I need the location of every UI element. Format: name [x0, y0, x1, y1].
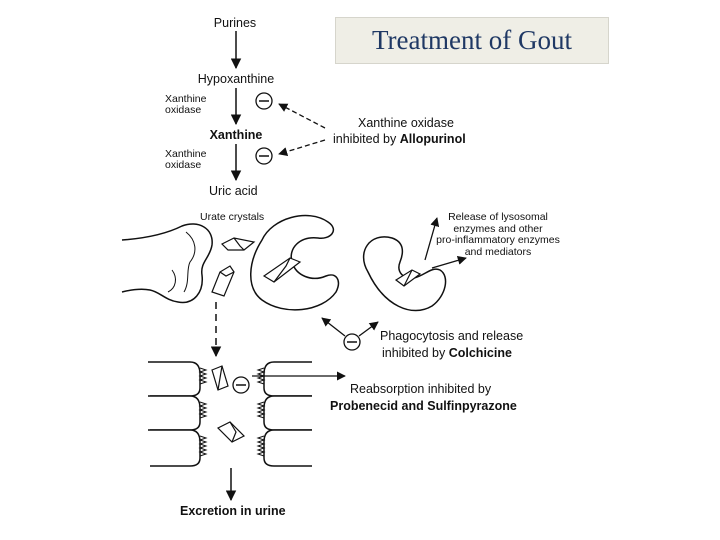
joint-shape [121, 223, 213, 304]
drug-probenecid-sulfinpyrazone: Probenecid and Sulfinpyrazone [330, 399, 517, 413]
tubule-right-cells [263, 361, 312, 467]
urate-crystal-6 [216, 421, 246, 443]
slide-title: Treatment of Gout [372, 25, 572, 55]
label-allopurinol-line2: inhibited by Allopurinol [333, 132, 466, 146]
label-release-line4: and mediators [464, 245, 532, 258]
label-purines: Purines [213, 16, 257, 30]
label-colchicine-line1: Phagocytosis and release [380, 329, 524, 343]
label-colchicine-line2: inhibited by Colchicine [382, 346, 512, 360]
title-box: Treatment of Gout [335, 17, 609, 64]
joint-inner [183, 231, 196, 293]
tubule-right-microvilli [256, 367, 266, 457]
drug-allopurinol: Allopurinol [399, 132, 466, 146]
label-excretion: Excretion in urine [180, 504, 286, 518]
label-colchicine-prefix: inhibited by [382, 346, 449, 360]
urate-crystal-1 [220, 237, 256, 251]
drug-colchicine: Colchicine [448, 346, 512, 360]
release-arrow-2 [431, 255, 467, 269]
label-uric-acid: Uric acid [209, 184, 258, 198]
label-release-line3: pro-inflammatory enzymes [436, 234, 560, 246]
label-hypoxanthine: Hypoxanthine [197, 72, 275, 86]
label-release: Release of lysosomal enzymes and other p… [432, 211, 564, 258]
label-allopurinol-line1: Xanthine oxidase [358, 116, 454, 130]
label-enzyme-1: Xanthine oxidase [165, 93, 207, 116]
release-arrow-1 [424, 217, 440, 261]
tubule-left-cells [148, 361, 201, 467]
label-release-line2: enzymes and other [453, 222, 543, 235]
tubule-left-microvilli [198, 367, 208, 457]
colchicine-arrow-1 [321, 317, 346, 337]
label-enzyme-2: Xanthine oxidase [165, 148, 207, 171]
allopurinol-arrow-2 [278, 139, 326, 156]
label-allopurinol-prefix: inhibited by [333, 132, 400, 146]
urate-crystal-4 [394, 269, 422, 287]
urate-crystal-2 [211, 265, 235, 297]
allopurinol-arrow-1 [278, 103, 326, 129]
joint-inner-2 [167, 269, 176, 293]
urate-crystal-5 [211, 365, 229, 391]
label-urate-crystals: Urate crystals [200, 211, 265, 223]
urate-crystal-3 [262, 257, 302, 283]
colchicine-arrow-2 [358, 321, 379, 337]
label-reabsorption: Reabsorption inhibited by [350, 382, 492, 396]
label-xanthine: Xanthine [209, 128, 263, 142]
label-release-line1: Release of lysosomal [448, 211, 548, 223]
phagocyte-1 [250, 214, 340, 311]
